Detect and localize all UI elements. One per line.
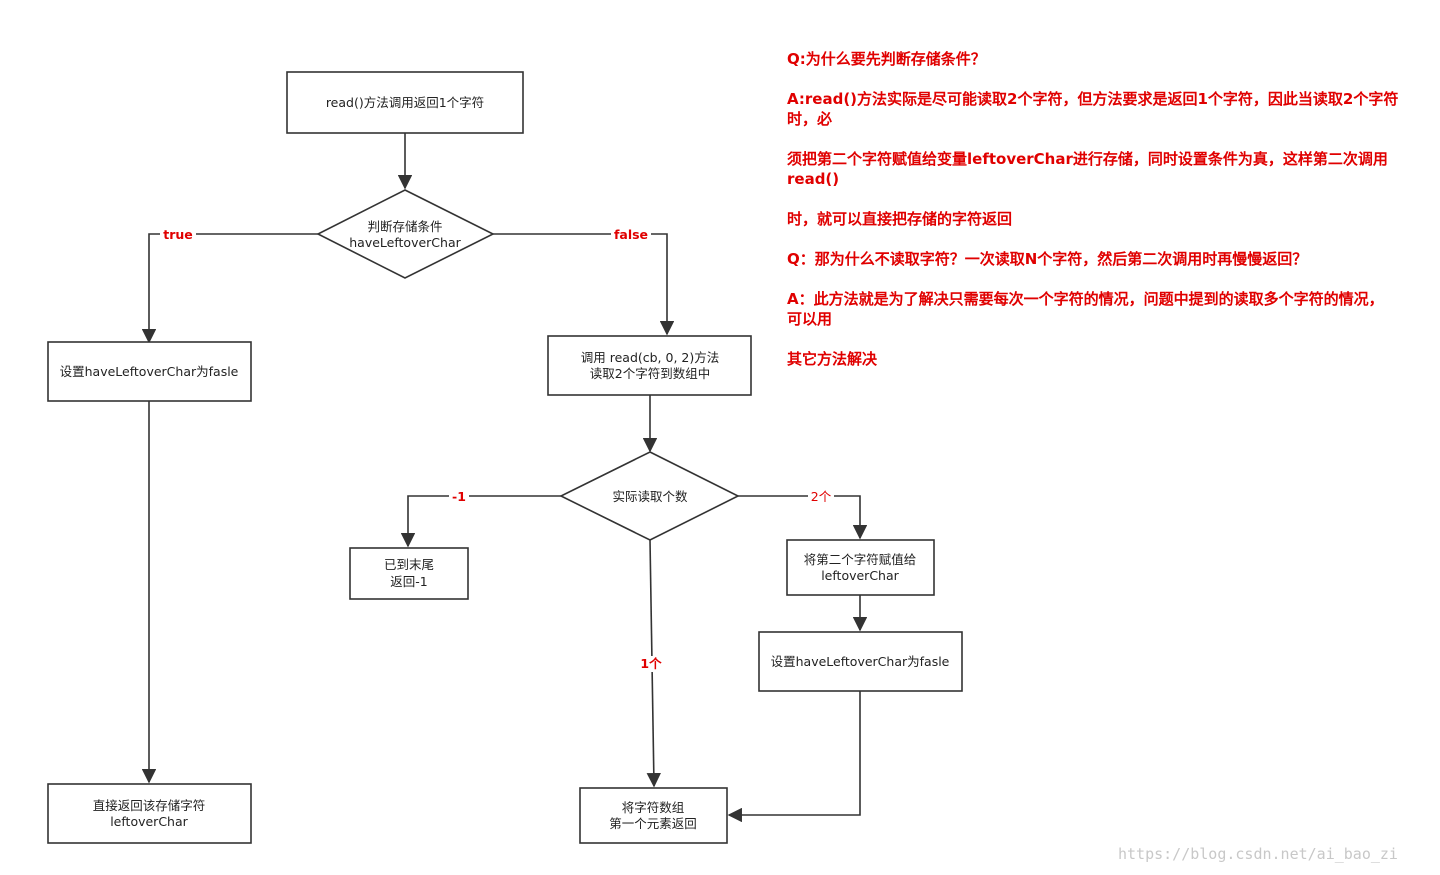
node-start	[286, 71, 524, 134]
qa-line-2: A:read()方法实际是尽可能读取2个字符，但方法要求是返回1个字符，因此当读…	[787, 90, 1399, 128]
node-assign	[786, 539, 935, 596]
node-eof-label-2: 返回-1	[390, 574, 427, 589]
node-call-read-label-2: 读取2个字符到数组中	[590, 366, 710, 381]
qa-line-4: 时，就可以直接把存储的字符返回	[787, 210, 1013, 228]
edge-label-two: 2个	[811, 489, 832, 504]
edge-minus-one	[400, 495, 561, 548]
qa-line-5: Q：那为什么不读取字符？一次读取N个字符，然后第二次调用时再慢慢返回？	[787, 250, 1308, 268]
edge-labels: true false -1 2个 1个	[160, 226, 834, 672]
node-return-stored-label-1: 直接返回该存储字符	[93, 798, 206, 813]
node-set-false-right-label: 设置haveLeftoverChar为fasle	[771, 654, 950, 669]
node-return-first-label-1: 将字符数组	[622, 800, 685, 815]
qa-line-1: Q:为什么要先判断存储条件？	[787, 50, 986, 68]
node-decision-store	[316, 189, 495, 279]
node-decision-store-label-1: 判断存储条件	[367, 219, 442, 234]
qa-line-3: 须把第二个字符赋值给变量leftoverChar进行存储，同时设置条件为真，这样…	[787, 150, 1388, 188]
node-call-read-label-1: 调用 read(cb, 0, 2)方法	[581, 350, 719, 365]
edge-label-minus-one: -1	[452, 489, 466, 504]
node-assign-label-2: leftoverChar	[821, 568, 899, 583]
edge-false	[493, 233, 675, 336]
node-eof	[349, 547, 469, 600]
node-return-stored-label-2: leftoverChar	[110, 814, 188, 829]
node-assign-label-1: 将第二个字符赋值给	[804, 552, 917, 567]
node-set-false-left-label: 设置haveLeftoverChar为fasle	[60, 364, 239, 379]
node-return-first-label-2: 第一个元素返回	[609, 816, 697, 831]
edge-label-true: true	[163, 227, 193, 242]
node-decision-count	[559, 451, 740, 541]
edge-label-false: false	[614, 227, 648, 242]
edge-label-one: 1个	[640, 656, 662, 671]
qa-line-7: 其它方法解决	[787, 350, 878, 368]
node-set-false-right	[758, 631, 963, 692]
qa-line-6: A：此方法就是为了解决只需要每次一个字符的情况，问题中提到的读取多个字符的情况，…	[787, 290, 1384, 328]
node-return-stored	[47, 783, 252, 844]
node-start-label: read()方法调用返回1个字符	[326, 95, 484, 110]
edge-two	[738, 495, 868, 540]
node-return-first	[579, 787, 728, 844]
connectors	[141, 133, 868, 823]
node-decision-store-label-2: haveLeftoverChar	[349, 235, 461, 250]
node-set-false-left	[47, 341, 252, 402]
node-decision-count-label: 实际读取个数	[612, 489, 688, 504]
node-eof-label-1: 已到末尾	[384, 557, 434, 572]
watermark: https://blog.csdn.net/ai_bao_zi	[1118, 845, 1398, 863]
edge-setfalse-to-returnfirst	[727, 691, 861, 823]
edge-true	[141, 233, 318, 344]
node-call-read	[547, 335, 752, 396]
